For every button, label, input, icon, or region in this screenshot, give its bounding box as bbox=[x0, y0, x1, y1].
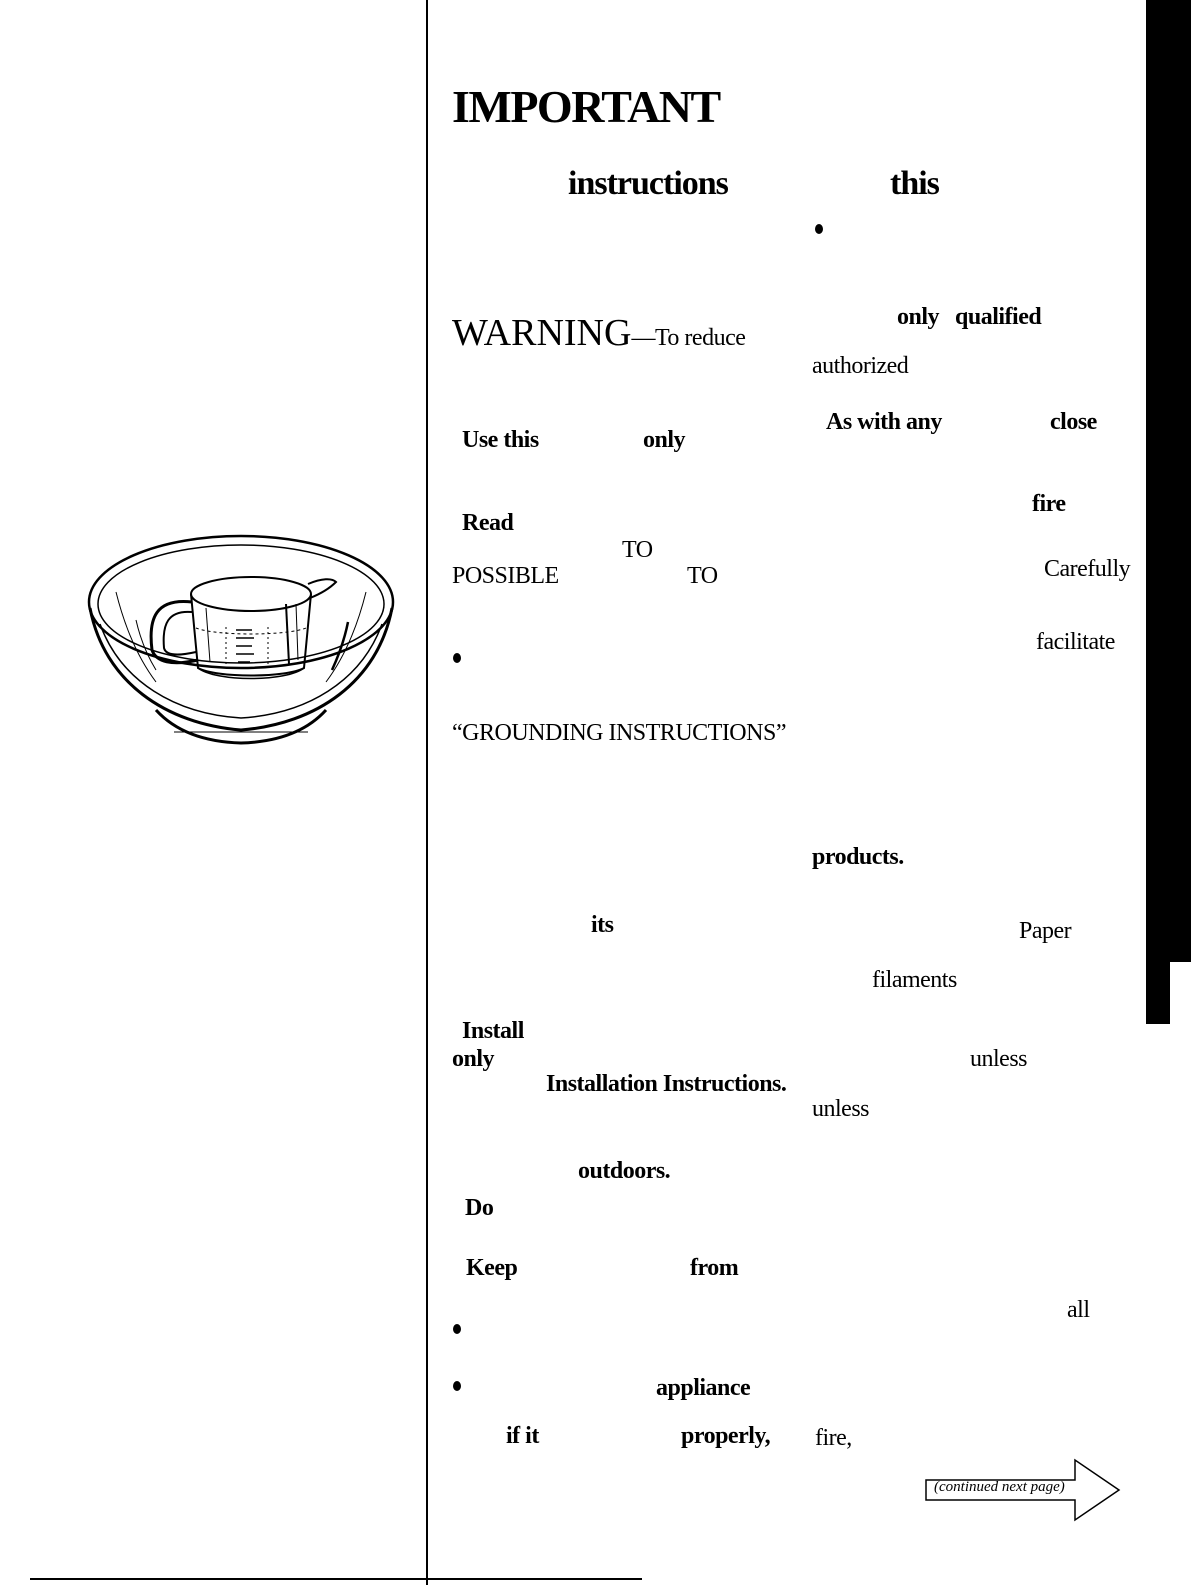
left-do: Do bbox=[465, 1195, 494, 1221]
page-title: IMPORTANT bbox=[452, 81, 721, 132]
bottom-rule bbox=[30, 1578, 642, 1580]
right-fire: fire bbox=[1032, 491, 1066, 517]
left-grounding-instructions: “GROUNDING INSTRUCTIONS” bbox=[452, 720, 786, 746]
left-its: its bbox=[591, 912, 614, 938]
left-possible: POSSIBLE bbox=[452, 563, 559, 589]
left-keep: Keep bbox=[466, 1255, 518, 1281]
right-qualified: qualified bbox=[955, 304, 1042, 330]
left-installation-instructions: Installation Instructions. bbox=[546, 1071, 787, 1097]
right-products: products. bbox=[812, 844, 904, 870]
bullet-point bbox=[453, 1381, 461, 1391]
left-install: Install bbox=[462, 1018, 524, 1044]
right-all: all bbox=[1067, 1297, 1090, 1323]
left-if-it: if it bbox=[506, 1423, 539, 1449]
right-unless-1: unless bbox=[970, 1046, 1028, 1072]
warning-rest: —To reduce bbox=[631, 325, 746, 351]
bullet-point bbox=[453, 1324, 461, 1334]
left-appliance: appliance bbox=[656, 1375, 751, 1401]
warning-heading: WARNING—To reduce bbox=[452, 312, 746, 354]
left-to-2: TO bbox=[687, 563, 718, 589]
bullet-point bbox=[453, 653, 461, 663]
right-carefully: Carefully bbox=[1044, 556, 1131, 582]
bullet-point bbox=[815, 224, 823, 234]
left-use-this: Use this bbox=[462, 427, 539, 453]
right-fire-2: fire, bbox=[815, 1425, 852, 1451]
right-filaments: filaments bbox=[872, 967, 957, 993]
left-read: Read bbox=[462, 510, 514, 536]
continued-next-page: (continued next page) bbox=[934, 1479, 1065, 1495]
left-properly: properly, bbox=[681, 1423, 771, 1449]
left-outdoors: outdoors. bbox=[578, 1158, 671, 1184]
right-paper: Paper bbox=[1019, 918, 1072, 944]
subtitle-right: this bbox=[890, 165, 940, 202]
right-close: close bbox=[1050, 409, 1097, 435]
left-only: only bbox=[643, 427, 686, 453]
right-only: only bbox=[897, 304, 940, 330]
left-from: from bbox=[690, 1255, 739, 1281]
right-unless-2: unless bbox=[812, 1096, 870, 1122]
left-to-1: TO bbox=[622, 537, 653, 563]
bowl-with-measuring-cup-illustration bbox=[87, 534, 395, 745]
right-as-with-any: As with any bbox=[826, 409, 942, 435]
right-facilitate: facilitate bbox=[1036, 629, 1115, 655]
column-divider bbox=[426, 0, 428, 1585]
subtitle-left: instructions bbox=[568, 165, 729, 202]
continued-arrow-icon bbox=[925, 1458, 1121, 1522]
left-only-2: only bbox=[452, 1046, 495, 1072]
right-authorized: authorized bbox=[812, 353, 909, 379]
section-tab bbox=[1146, 0, 1191, 962]
section-tab-notch bbox=[1146, 962, 1170, 1024]
warning-word: WARNING bbox=[452, 312, 632, 354]
